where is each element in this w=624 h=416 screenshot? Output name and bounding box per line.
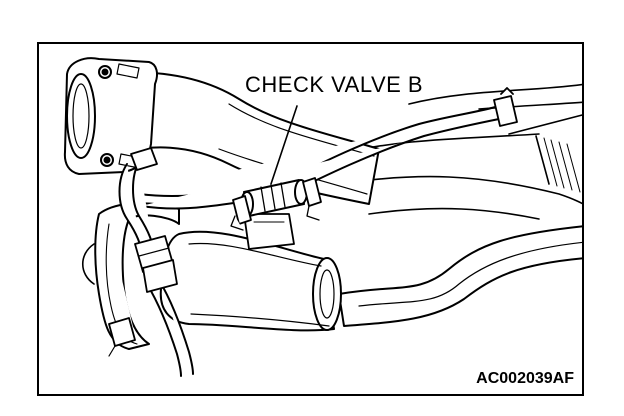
diagram-frame: CHECK VALVE B AC002039AF [37,42,584,396]
callout-leader-line [270,105,298,185]
check-valve-callout-label: CHECK VALVE B [245,72,424,97]
exhaust-system-illustration [63,57,582,377]
pipe-flange [63,57,158,175]
lower-hose [118,161,194,377]
figure-code: AC002039AF [476,370,574,387]
vacuum-hose [138,105,505,210]
tail-pipe [338,225,582,327]
muffler [159,230,342,332]
hose-clamps [108,87,518,357]
muffler-bracket [243,213,295,250]
